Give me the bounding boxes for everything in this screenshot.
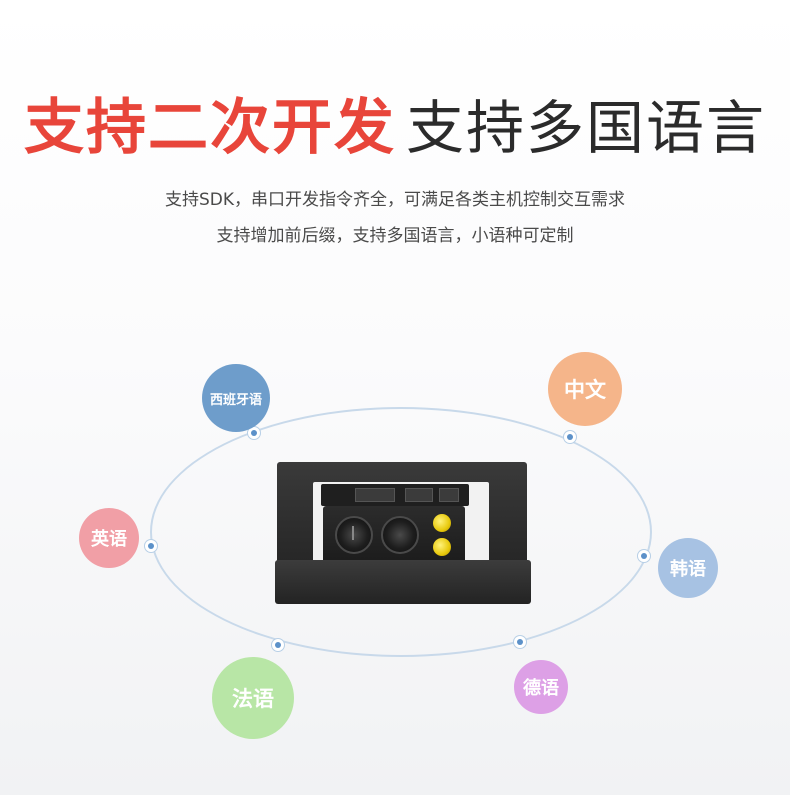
orbit-node: [564, 431, 576, 443]
orbit-node: [248, 427, 260, 439]
orbit-ellipse: [150, 407, 652, 657]
headline: 支持二次开发支持多国语言: [0, 92, 790, 179]
language-bubble-korean: 韩语: [658, 538, 718, 598]
language-bubble-german: 德语: [514, 660, 568, 714]
description-line-1: 支持SDK，串口开发指令齐全，可满足各类主机控制交互需求: [164, 190, 626, 210]
language-bubble-chinese: 中文: [548, 352, 622, 426]
scanner-lens: [381, 516, 419, 554]
headline-main: 支持多国语言: [405, 94, 766, 162]
scanner-base: [275, 560, 531, 604]
headline-highlight: 支持二次开发: [23, 93, 396, 163]
scanner-circuit-board: [321, 484, 469, 506]
description-line-2: 支持增加前后缀，支持多国语言，小语种可定制: [216, 226, 574, 246]
language-bubble-english: 英语: [79, 508, 139, 568]
orbit-node: [514, 636, 526, 648]
scanner-lens: [335, 516, 373, 554]
language-bubble-spanish: 西班牙语: [202, 364, 270, 432]
scanner-led: [433, 514, 451, 532]
chip: [439, 488, 459, 502]
scanner-led: [433, 538, 451, 556]
language-bubble-french: 法语: [212, 657, 294, 739]
orbit-node: [638, 550, 650, 562]
chip: [405, 488, 433, 502]
orbit-node: [272, 639, 284, 651]
chip: [355, 488, 395, 502]
scanner-module-image: [275, 462, 531, 604]
scanner-front-face: [323, 506, 465, 566]
orbit-node: [145, 540, 157, 552]
